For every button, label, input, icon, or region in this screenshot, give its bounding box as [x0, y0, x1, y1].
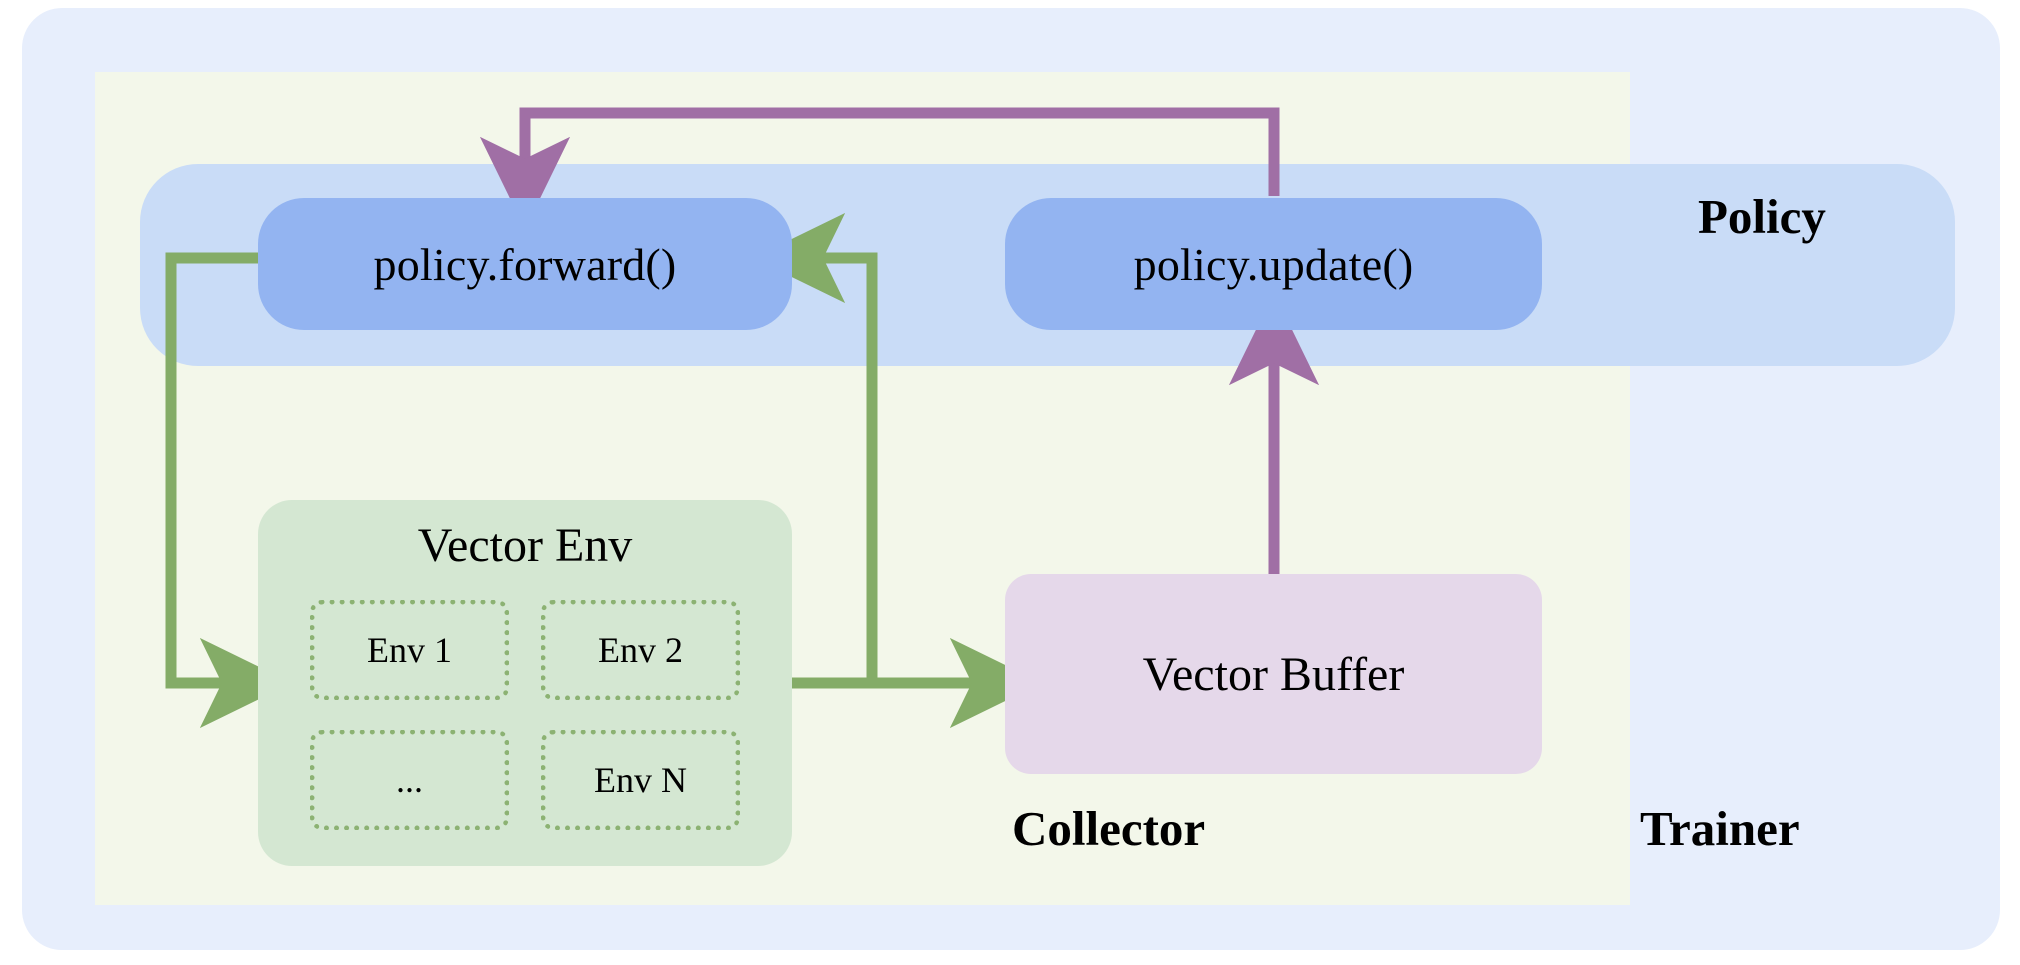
env-cell[interactable]: ... — [310, 730, 509, 830]
env-grid: Env 1 Env 2 ... Env N — [310, 600, 740, 830]
policy-forward-node[interactable]: policy.forward() — [258, 198, 792, 330]
edge-forward-to-env — [165, 252, 293, 729]
policy-update-node[interactable]: policy.update() — [1005, 198, 1542, 330]
edge-update-to-forward — [479, 107, 1280, 230]
env-cell[interactable]: Env N — [541, 730, 740, 830]
vector-buffer-label: Vector Buffer — [1142, 647, 1405, 701]
edge-env-to-forward — [752, 212, 878, 683]
vector-env-title: Vector Env — [417, 519, 633, 572]
env-cell[interactable]: Env 2 — [541, 600, 740, 700]
policy-container-label: Policy — [1698, 189, 1826, 244]
collector-container-label: Collector — [1012, 801, 1206, 856]
vector-buffer-node[interactable]: Vector Buffer — [1005, 574, 1542, 774]
policy-forward-label: policy.forward() — [373, 238, 677, 290]
policy-update-label: policy.update() — [1133, 238, 1414, 290]
trainer-container-label: Trainer — [1640, 801, 1800, 856]
vector-env-node[interactable]: Vector Env Env 1 Env 2 ... Env N — [258, 500, 792, 866]
env-cell[interactable]: Env 1 — [310, 600, 509, 700]
